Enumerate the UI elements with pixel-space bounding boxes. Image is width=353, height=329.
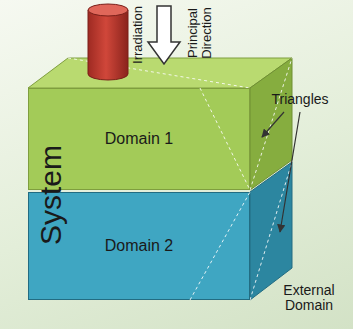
direction-arrow xyxy=(148,6,180,64)
irradiation-label: Irradiation xyxy=(131,0,145,75)
system-label: System xyxy=(34,135,67,255)
box-top-face xyxy=(28,58,292,88)
direction-label: Principal Direction xyxy=(186,0,215,67)
leader-lines xyxy=(262,112,300,232)
external-domain-label: External Domain xyxy=(271,283,347,314)
domain-name: Domain 1 xyxy=(105,130,173,148)
box-side-face xyxy=(250,162,292,300)
domain-name: Domain 2 xyxy=(105,237,173,255)
triangles-label: Triangles xyxy=(262,92,338,107)
triangle-edges xyxy=(190,88,250,300)
irradiation-cylinder xyxy=(88,4,128,80)
